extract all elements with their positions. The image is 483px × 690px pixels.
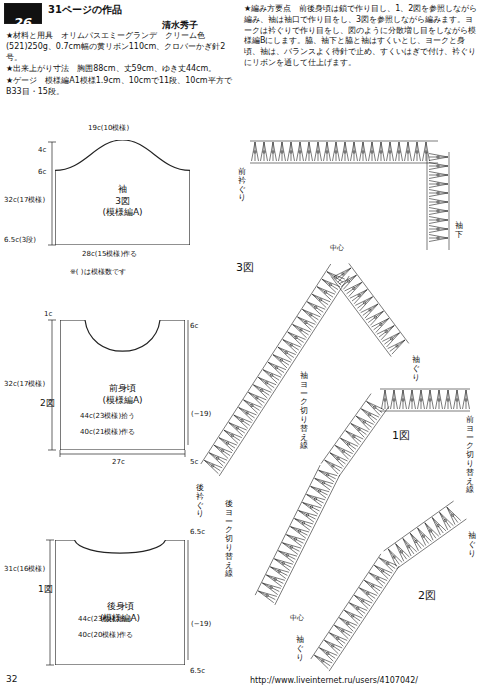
- text-column: ★編み方要点 前後身頃は鎖で作り目し、1、2図を参照しながら編み、袖は袖口で作り…: [244, 4, 478, 70]
- crochet-chart: [201, 141, 470, 671]
- text-column: ★材料と用具 オリムパスエミーグランデ クリーム色(521)250g、0.7cm…: [6, 31, 236, 99]
- dimension-label: 3図: [236, 262, 254, 275]
- dimension-label: 清水秀子: [162, 20, 198, 30]
- dimension-label: 6c: [38, 168, 46, 176]
- dimension-label: 6.5c: [190, 528, 205, 536]
- dimension-label: 28c(15模様)作る: [82, 250, 137, 258]
- dimension-label: (−19): [191, 410, 211, 418]
- instruction-text: ★ゲージ 模様編A1模様1.9cm、10cmで11段、10cm平方でB33目・1…: [6, 76, 236, 98]
- dimension-label: 4c: [38, 146, 46, 154]
- dimension-label: 31ページの作品: [48, 4, 122, 16]
- dimension-label: (−19): [191, 620, 211, 628]
- chart-label: 袖ヨーク切り替え線: [300, 372, 308, 451]
- dimension-label: 2図: [418, 590, 436, 603]
- node-text: 袖: [118, 184, 127, 196]
- dimension-label: 44c(23模様)拾う: [80, 412, 135, 420]
- dimension-label: 32: [6, 674, 17, 684]
- chart-label: 後衿ぐり: [196, 484, 204, 519]
- instruction-text: ★出来上がり寸法 胸囲88cm、丈59cm、ゆき丈44cm。: [6, 64, 236, 75]
- dimension-label: 2図: [40, 398, 55, 408]
- dimension-label: 1図: [392, 430, 410, 443]
- chart-label: 前衿ぐり: [238, 168, 246, 203]
- node-text: 26: [14, 15, 32, 32]
- dimension-label: 44c(23模様)拾う: [78, 615, 133, 623]
- dimension-label: 27c: [112, 458, 125, 466]
- dimension-label: 中心: [330, 244, 344, 252]
- node-text: 3図: [115, 196, 130, 208]
- dimension-label: http://www.liveinternet.ru/users/4107042…: [250, 676, 418, 685]
- dimension-label: 40c(21模様)作る: [80, 428, 135, 436]
- dimension-label: 19c(10模様): [88, 124, 129, 132]
- chart-label: 袖ぐり: [468, 532, 476, 558]
- chart-label: 袖ぐり: [412, 356, 420, 382]
- back-body-shape: 後身頃(模様編A): [55, 540, 185, 665]
- dimension-label: 5c: [190, 458, 198, 466]
- dimension-label: 32c(17模様): [4, 380, 45, 388]
- chart-label: 前ヨーク切り替え線: [466, 416, 474, 495]
- dimension-label: 32c(17模様): [4, 196, 45, 204]
- dimension-label: 6c: [190, 322, 198, 330]
- dimension-label: 中心: [290, 614, 304, 622]
- dimension-label: 1c: [44, 310, 52, 318]
- instruction-text: ★材料と用具 オリムパスエミーグランデ クリーム色(521)250g、0.7cm…: [6, 31, 236, 63]
- node-text: (模様編A): [102, 395, 142, 407]
- instruction-text: ★編み方要点 前後身頃は鎖で作り目し、1、2図を参照しながら編み、袖は袖口で作り…: [244, 4, 478, 69]
- node-text: (模様編A): [102, 207, 142, 219]
- chart-label: 後ヨーク切り替え線: [225, 500, 233, 579]
- dimension-label: 31c(16模様): [4, 565, 45, 573]
- number-box: 26: [4, 3, 42, 24]
- chart-label: 袖下: [455, 222, 463, 240]
- chart-label: 袖ぐり: [296, 636, 304, 662]
- dimension-label: 40c(20模様)作る: [78, 631, 133, 639]
- dimension-label: 6.5c(3段): [4, 236, 36, 244]
- dimension-label: 1図: [38, 584, 53, 594]
- node-text: 後身頃: [107, 601, 134, 613]
- dimension-label: ※( )は模様数です: [70, 268, 126, 276]
- sleeve-shape: 袖3図(模様編A): [55, 140, 190, 245]
- node-text: 前身頃: [109, 383, 136, 395]
- dimension-label: 6.5c: [190, 667, 205, 675]
